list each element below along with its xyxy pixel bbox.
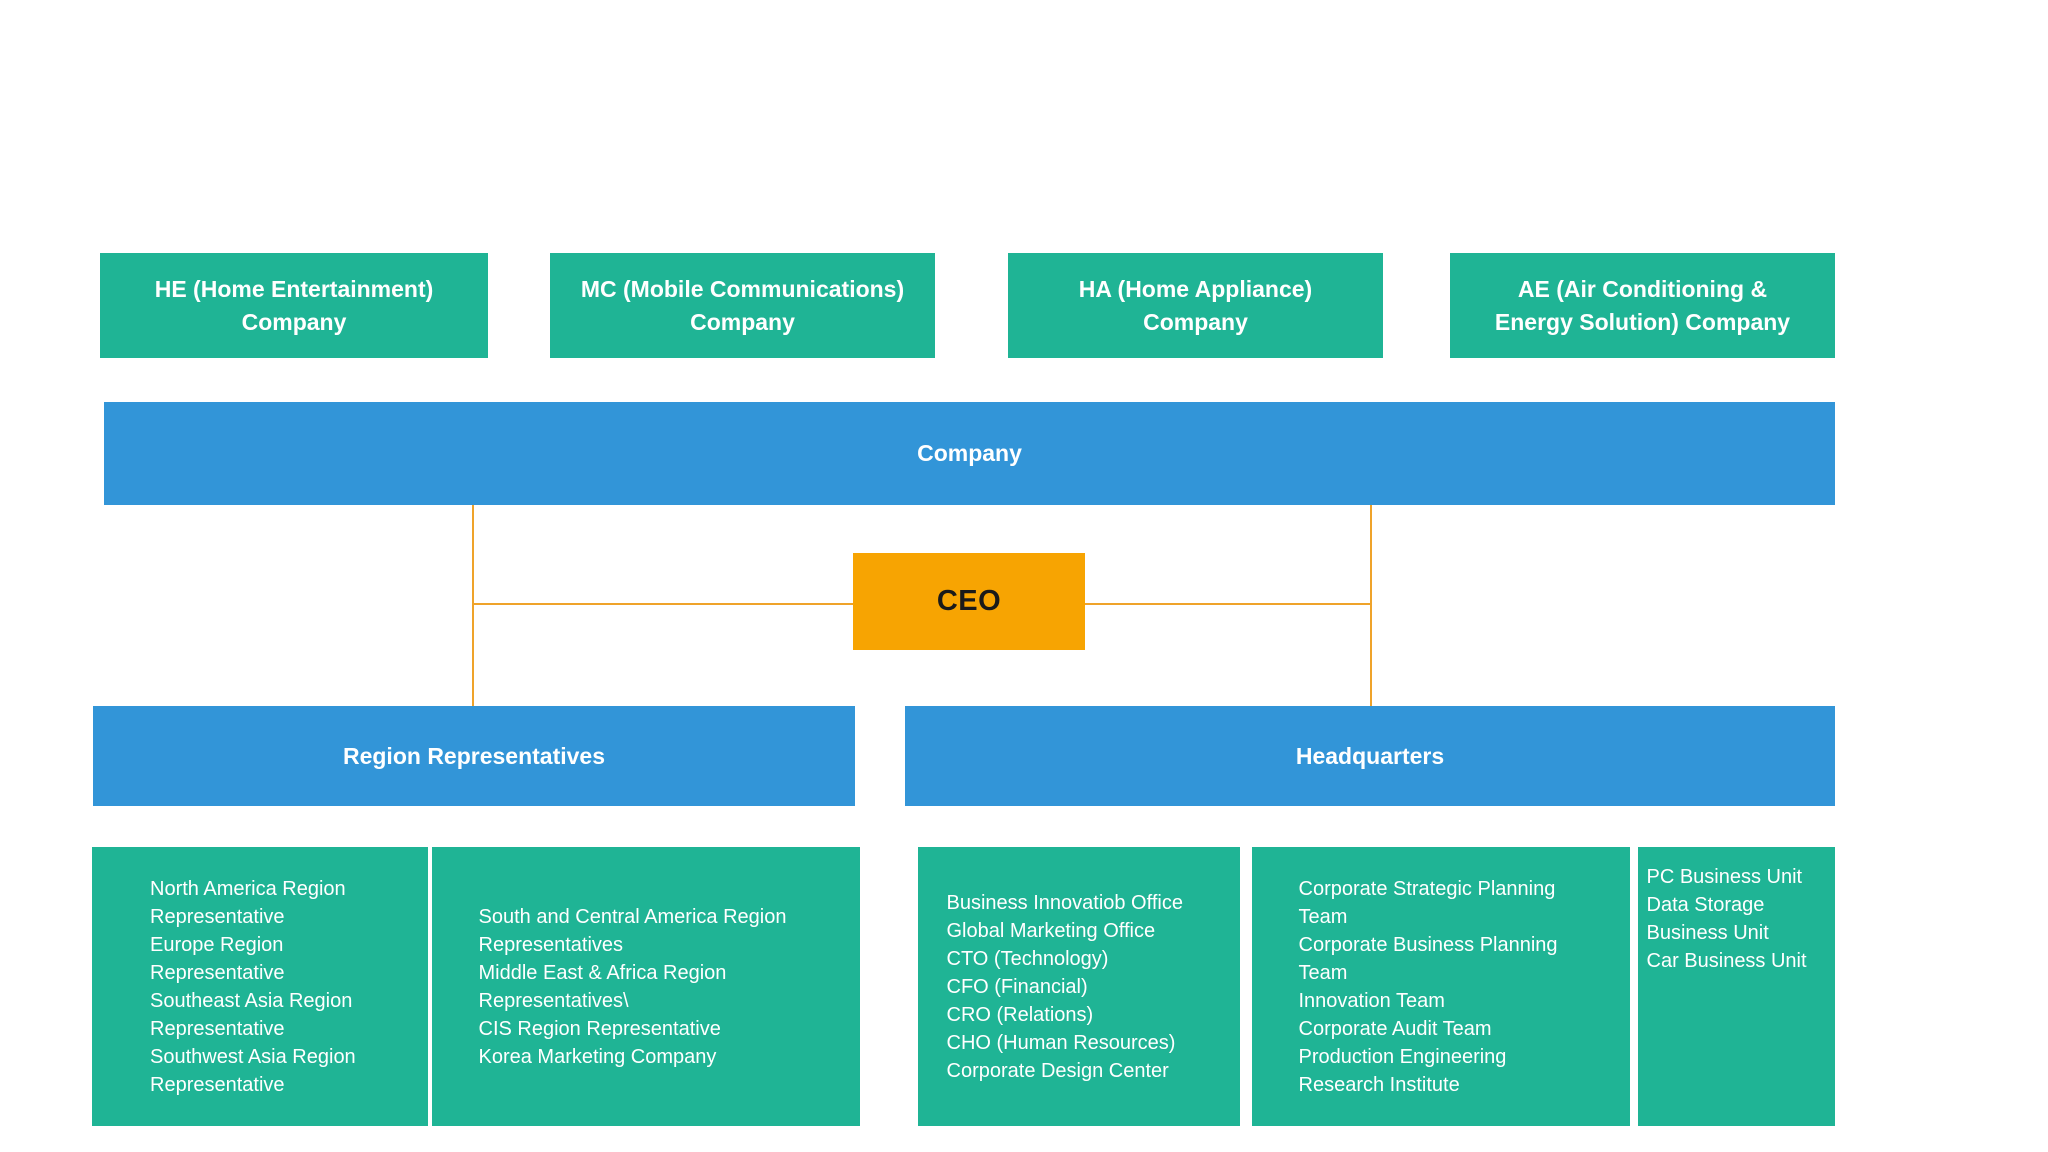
division-box-mc-label: MC (Mobile Communications)Company [580, 275, 905, 335]
company-bar: Company [104, 402, 1835, 505]
region-representatives-bar: Region Representatives [93, 706, 855, 806]
division-box-ae: AE (Air Conditioning &Energy Solution) C… [1450, 253, 1835, 358]
division-box-he: HE (Home Entertainment)Company [100, 253, 488, 358]
company-bar-label: Company [917, 440, 1022, 466]
region-reps-list-2-items: South and Central America Region Represe… [478, 905, 787, 1068]
ceo-box: CEO [853, 553, 1085, 650]
region-reps-list-other-regions: South and Central America Region Represe… [432, 847, 860, 1126]
division-box-he-label: HE (Home Entertainment)Company [154, 275, 434, 335]
headquarters-bar: Headquarters [905, 706, 1835, 806]
connector-vertical-left [472, 505, 474, 706]
ceo-box-label: CEO [936, 585, 1002, 617]
division-box-ae-label: AE (Air Conditioning &Energy Solution) C… [1494, 275, 1791, 335]
division-box-ha-label: HA (Home Appliance)Company [1078, 275, 1313, 335]
division-box-ha: HA (Home Appliance)Company [1008, 253, 1383, 358]
region-representatives-label: Region Representatives [342, 742, 606, 769]
division-box-mc: MC (Mobile Communications)Company [550, 253, 935, 358]
headquarters-label: Headquarters [1295, 742, 1445, 769]
connector-vertical-right [1370, 505, 1372, 706]
